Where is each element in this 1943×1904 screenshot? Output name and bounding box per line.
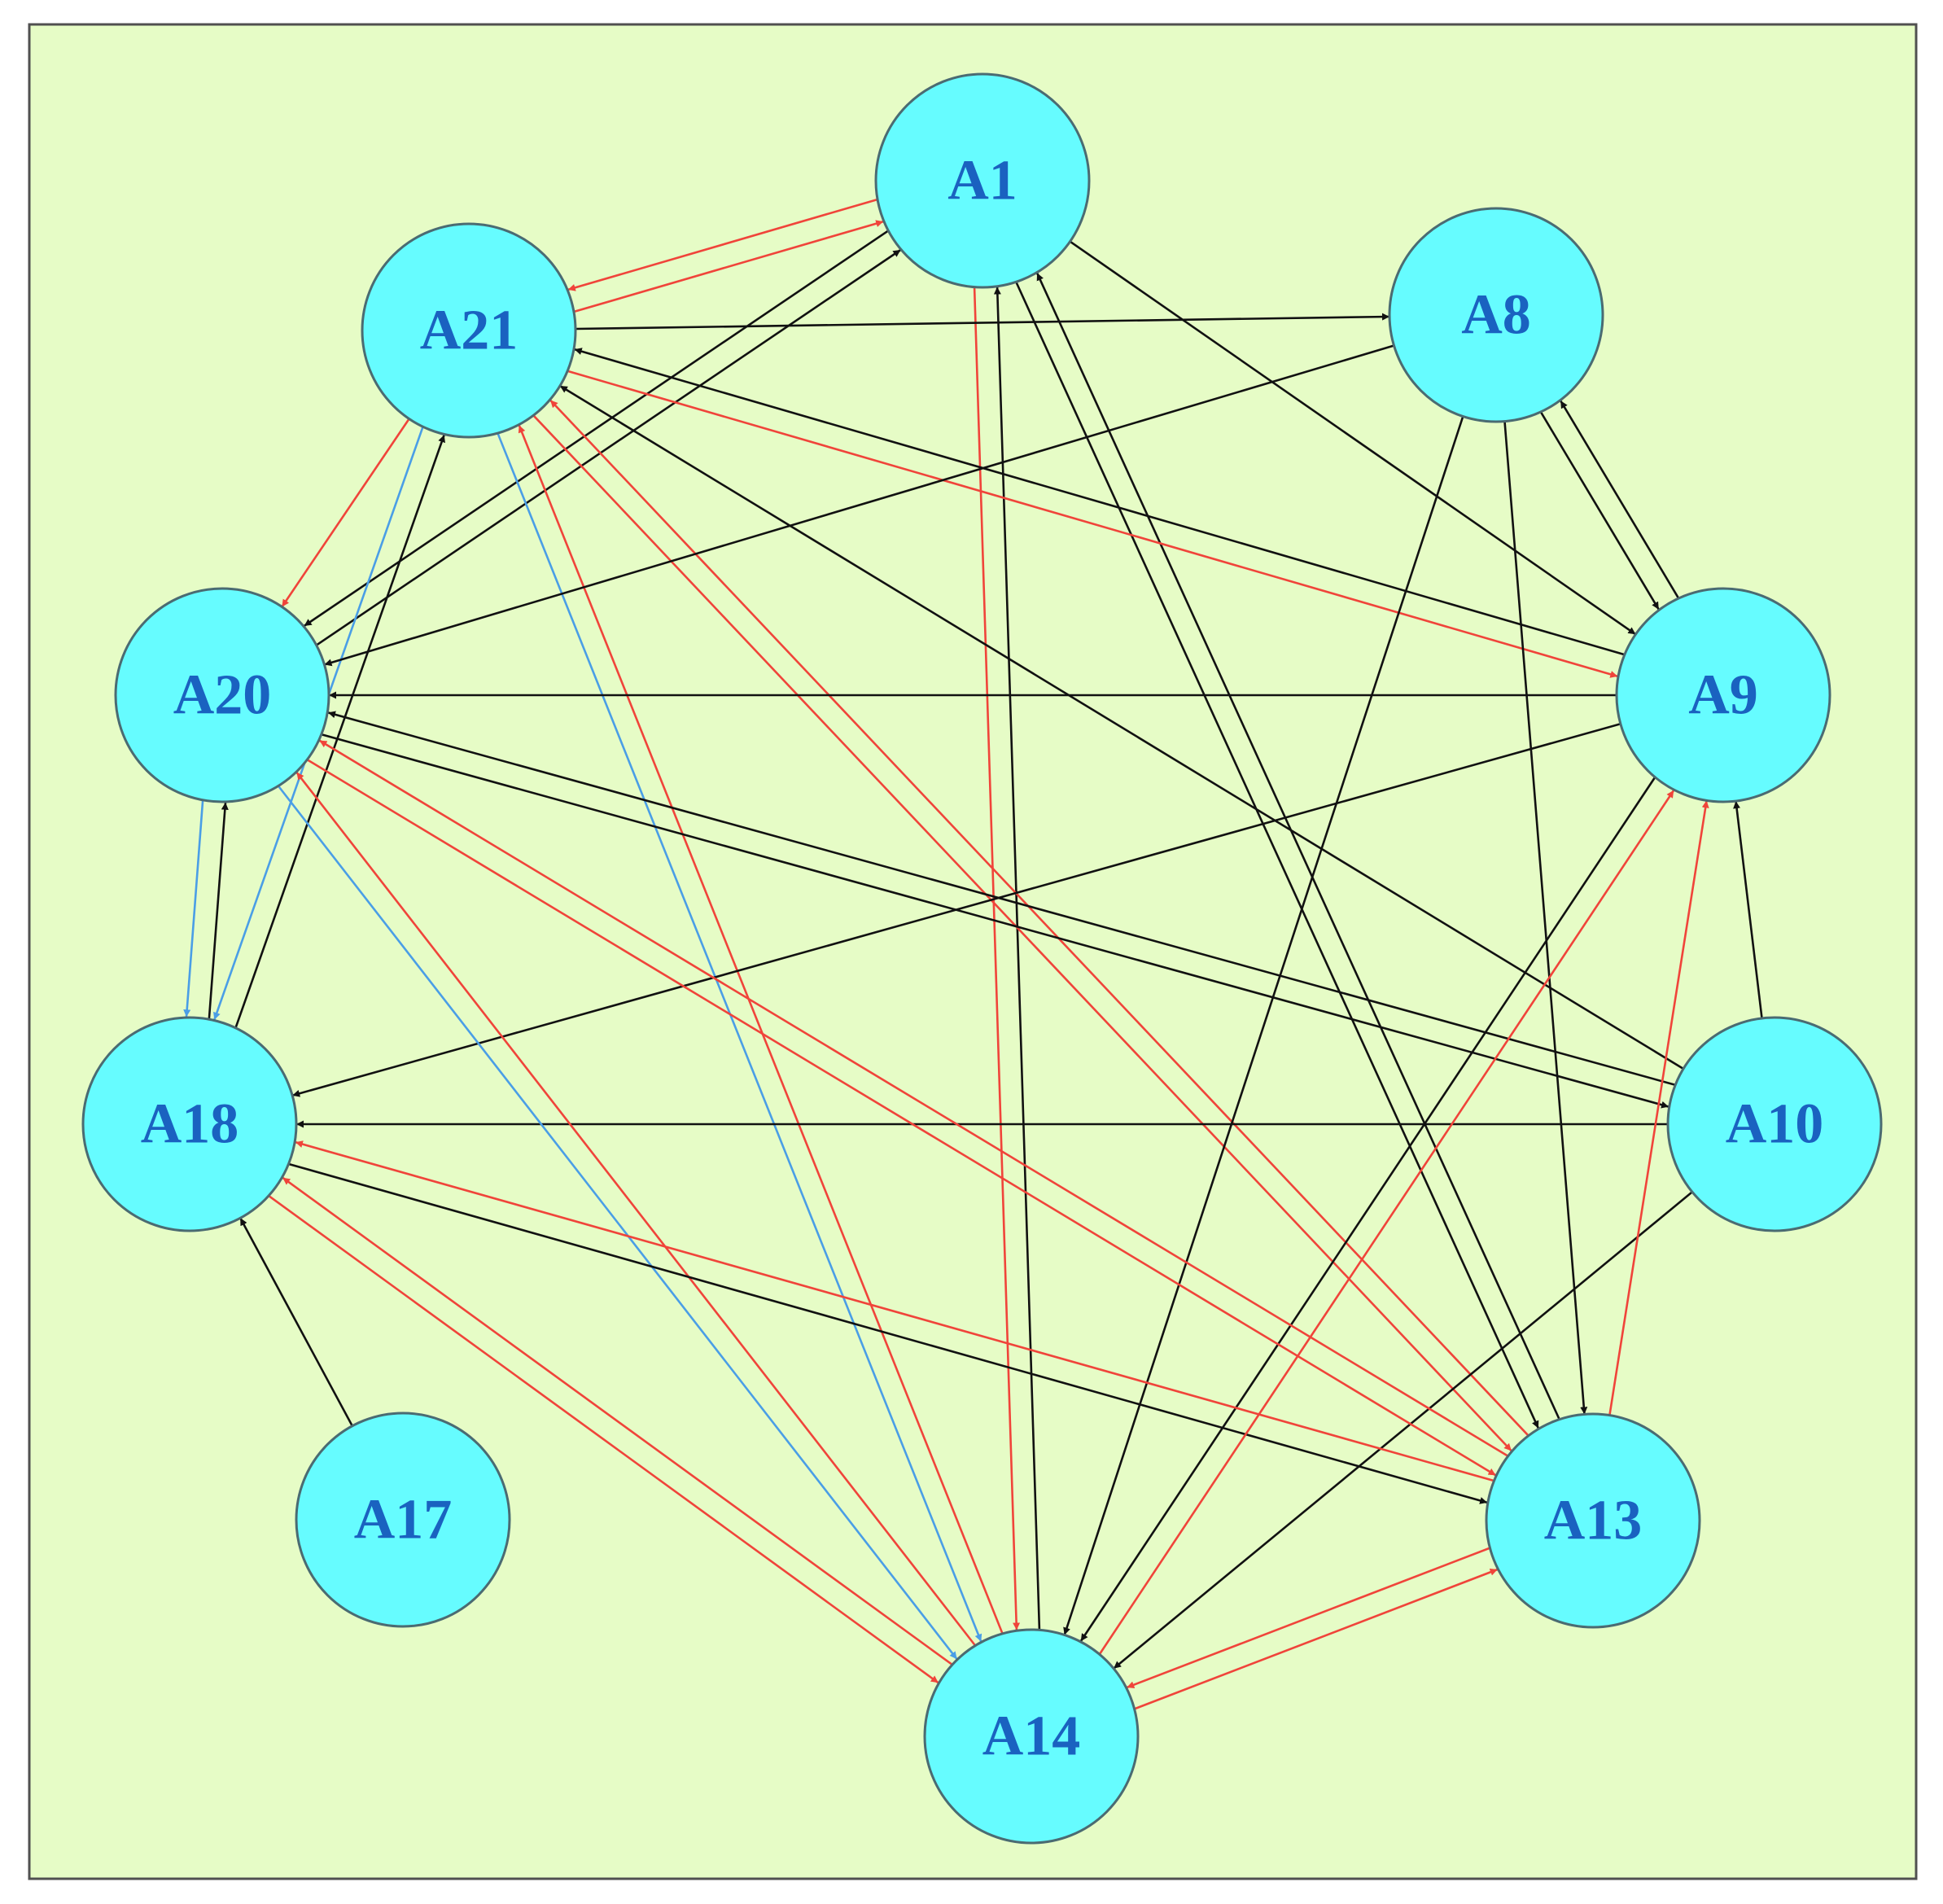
edge-layer [183, 198, 1763, 1710]
edge-a21-to-a1 [574, 220, 884, 313]
edge-a1-to-a9 [1069, 240, 1637, 636]
edge-a9-to-a8 [1560, 400, 1679, 599]
edge-a13-to-a1 [1035, 272, 1560, 1420]
edge-a14-to-a18 [282, 1176, 953, 1665]
node-label: A20 [173, 664, 272, 727]
edge-a18-to-a20 [208, 802, 229, 1019]
edge-a18-to-a21 [234, 434, 445, 1028]
node-circle [295, 1412, 511, 1628]
edge-a10-to-a14 [1113, 1191, 1693, 1670]
node-circle [81, 1016, 298, 1232]
node-label: A17 [354, 1489, 453, 1552]
edge-a13-to-a14 [1126, 1547, 1490, 1689]
node-label: A8 [1461, 284, 1531, 347]
node-a13: A13 [1485, 1412, 1701, 1629]
edge-a14-to-a20 [295, 772, 976, 1646]
node-circle [361, 222, 577, 439]
node-a18: A18 [81, 1016, 298, 1232]
edge-a18-to-a14 [268, 1195, 939, 1684]
edge-a13-to-a9 [1608, 800, 1709, 1416]
edge-a20-to-a14 [278, 786, 958, 1660]
node-label: A18 [141, 1093, 239, 1156]
edge-a1-to-a20 [303, 230, 889, 628]
edge-a8-to-a14 [1063, 416, 1464, 1635]
edge-a21-to-a9 [567, 370, 1618, 678]
node-label: A9 [1688, 664, 1758, 727]
edge-a20-to-a1 [316, 248, 902, 646]
edge-a1-to-a14 [973, 287, 1021, 1630]
edge-a13-to-a18 [295, 1140, 1494, 1482]
edge-a8-to-a9 [1540, 411, 1660, 611]
edge-a18-to-a13 [288, 1162, 1488, 1504]
node-a1: A1 [874, 72, 1091, 289]
node-label: A21 [420, 300, 519, 362]
node-circle [923, 1628, 1140, 1845]
edge-a21-to-a8 [575, 313, 1390, 330]
node-a20: A20 [114, 587, 330, 803]
edge-a10-to-a21 [559, 384, 1684, 1070]
edge-a1-to-a21 [567, 198, 877, 291]
node-a21: A21 [361, 222, 577, 439]
node-label: A1 [947, 150, 1017, 212]
node-a17: A17 [295, 1412, 511, 1628]
edge-a21-to-a20 [281, 418, 410, 608]
edge-a20-to-a18 [183, 800, 204, 1018]
node-circle [114, 587, 330, 803]
node-label: A13 [1544, 1490, 1643, 1552]
edge-a21-to-a14 [497, 433, 982, 1643]
edge-a10-to-a20 [327, 711, 1675, 1086]
edge-a13-to-a21 [549, 399, 1529, 1437]
node-label: A14 [982, 1705, 1081, 1768]
node-circle [1615, 587, 1831, 803]
edge-a10-to-a9 [1733, 800, 1763, 1019]
node-circle [874, 72, 1091, 289]
node-a8: A8 [1388, 207, 1604, 423]
node-circle [1388, 207, 1604, 423]
node-label: A10 [1726, 1093, 1824, 1156]
node-circle [1485, 1412, 1701, 1629]
edge-a1-to-a13 [1015, 282, 1540, 1429]
edge-a14-to-a21 [518, 424, 1004, 1634]
edge-a14-to-a9 [1099, 790, 1675, 1655]
edge-a8-to-a13 [1503, 421, 1588, 1415]
node-a9: A9 [1615, 587, 1831, 803]
edge-a20-to-a10 [322, 733, 1669, 1109]
edge-a8-to-a20 [324, 344, 1394, 667]
edge-a9-to-a14 [1079, 777, 1656, 1642]
node-a14: A14 [923, 1628, 1140, 1845]
edge-a9-to-a21 [574, 348, 1625, 656]
node-a10: A10 [1666, 1016, 1883, 1232]
edge-a14-to-a1 [993, 287, 1041, 1630]
edge-a17-to-a18 [239, 1217, 353, 1427]
edge-a14-to-a13 [1134, 1568, 1499, 1710]
node-circle [1666, 1016, 1883, 1232]
